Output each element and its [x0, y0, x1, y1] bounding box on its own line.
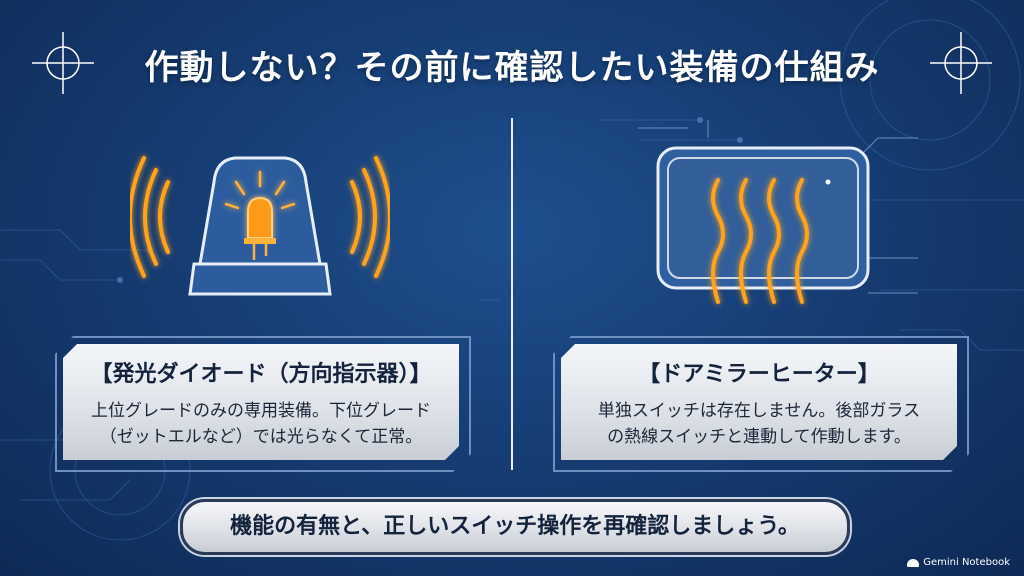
card-description: 単独スイッチは存在しません。後部ガラス の熱線スイッチと連動して作動します。: [561, 398, 957, 450]
card-heading: 【ドアミラーヒーター】: [638, 362, 880, 387]
brand-logo: Gemini Notebook: [907, 557, 1010, 568]
card-description: 上位グレードのみの専用装備。下位グレード （ゼットエルなど）では光らなくて正常。: [63, 398, 459, 450]
right-card-frame: [553, 336, 969, 472]
center-divider: [511, 118, 513, 470]
notebook-logo-icon: [907, 558, 920, 567]
left-card-frame: [55, 336, 471, 472]
card-line: 上位グレードのみの専用装備。下位グレード: [91, 401, 431, 421]
card-line: 単独スイッチは存在しません。後部ガラス: [597, 401, 921, 421]
page-title: 作動しない？その前に確認したい装備の仕組み: [144, 48, 880, 88]
led-info-card: 【発光ダイオード（方向指示器）】 上位グレードのみの専用装備。下位グレード （ゼ…: [63, 344, 459, 460]
crosshair-icon: [32, 32, 94, 94]
summary-banner: 機能の有無と、正しいスイッチ操作を再確認しましょう。: [180, 499, 850, 555]
crosshair-icon: [930, 32, 992, 94]
card-line: （ゼットエルなど）では光らなくて正常。: [99, 427, 423, 447]
card-heading: 【発光ダイオード（方向指示器）】: [90, 362, 432, 387]
card-line: の熱線スイッチと連動して作動します。: [607, 427, 911, 447]
logo-text: Gemini Notebook: [923, 557, 1010, 568]
warning-beacon-icon: [130, 156, 390, 296]
mirror-heater-info-card: 【ドアミラーヒーター】 単独スイッチは存在しません。後部ガラス の熱線スイッチと…: [561, 344, 957, 460]
heated-mirror-icon: [638, 120, 918, 304]
